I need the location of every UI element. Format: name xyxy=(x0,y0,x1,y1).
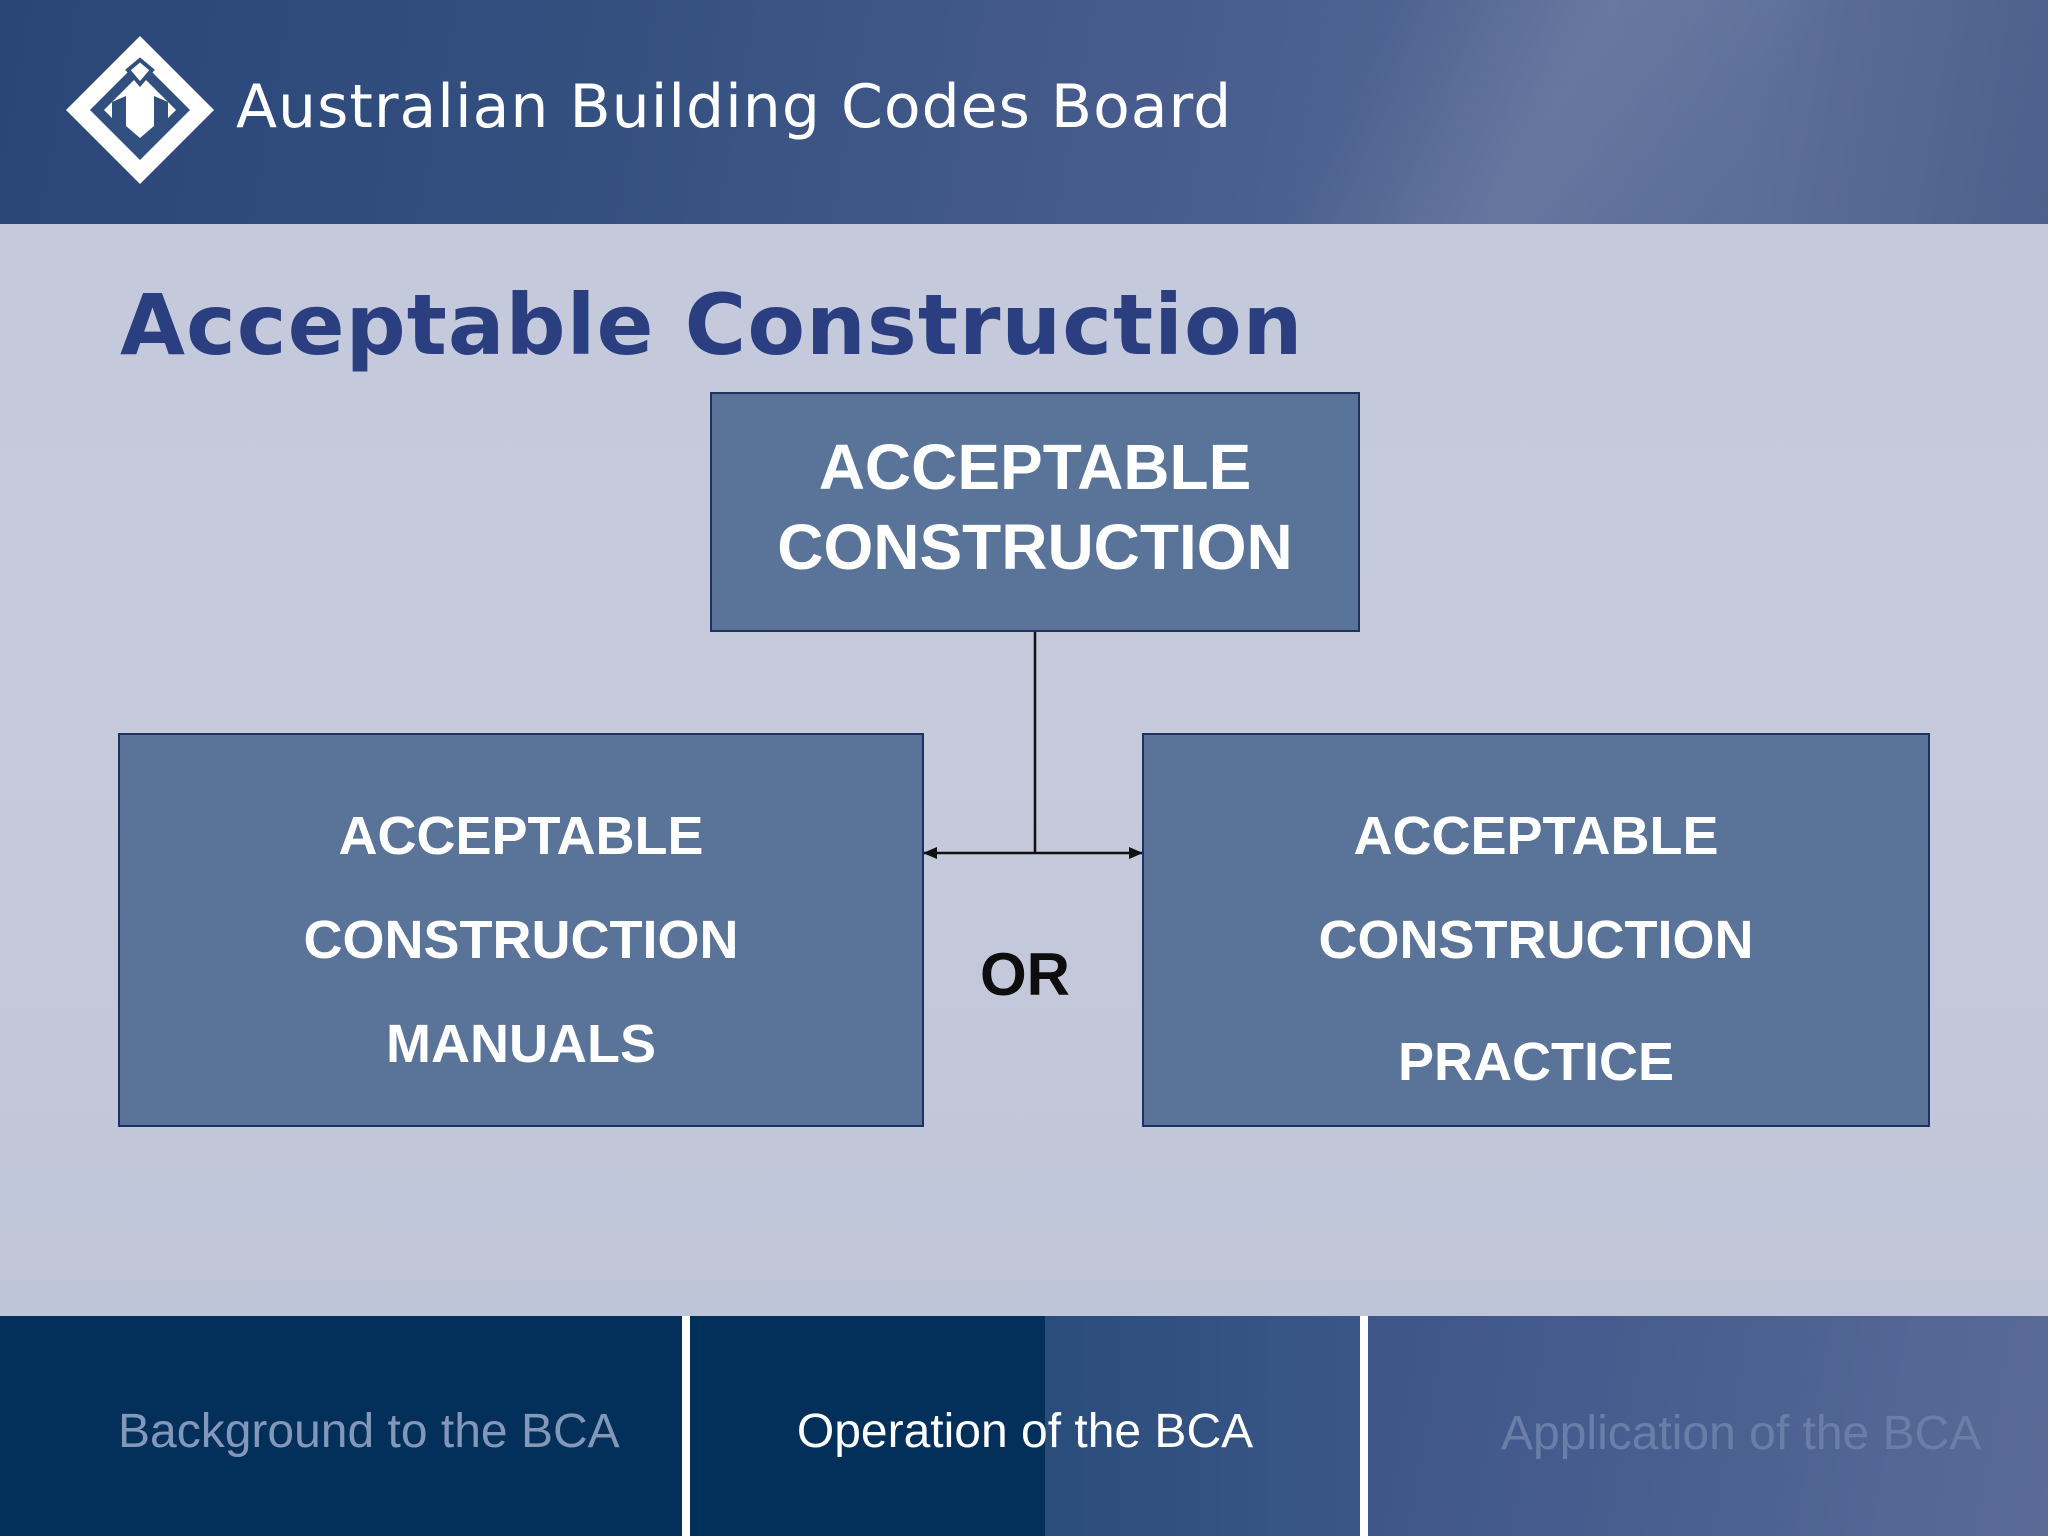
box-line: CONSTRUCTION xyxy=(1318,910,1754,970)
page-title: Acceptable Construction xyxy=(120,276,1304,374)
nav-tab-background[interactable]: Background to the BCA xyxy=(0,1316,682,1536)
nav-tab-operation[interactable]: Operation of the BCA xyxy=(690,1316,1360,1536)
box-line: ACCEPTABLE xyxy=(818,431,1252,503)
box-line: MANUALS xyxy=(386,1014,656,1074)
nav-tab-application[interactable]: Application of the BCA xyxy=(1368,1316,2048,1536)
nav-divider xyxy=(1360,1316,1368,1536)
org-name: Australian Building Codes Board xyxy=(236,72,1233,142)
construction-practice-box: ACCEPTABLE CONSTRUCTION PRACTICE xyxy=(1142,733,1930,1127)
footer-nav: Background to the BCA Operation of the B… xyxy=(0,1316,2048,1536)
box-line: ACCEPTABLE xyxy=(1353,806,1719,866)
box-line: PRACTICE xyxy=(1397,1032,1674,1092)
box-line: CONSTRUCTION xyxy=(777,511,1293,583)
acceptable-construction-box: ACCEPTABLE CONSTRUCTION xyxy=(710,392,1360,632)
box-line: ACCEPTABLE xyxy=(338,806,704,866)
header-bar: Australian Building Codes Board xyxy=(0,0,2048,224)
nav-tab-label: Operation of the BCA xyxy=(796,1405,1254,1458)
nav-tab-label: Background to the BCA xyxy=(118,1405,620,1458)
nav-tab-label: Application of the BCA xyxy=(1501,1407,1982,1460)
box-line: CONSTRUCTION xyxy=(303,910,739,970)
nav-divider xyxy=(682,1316,690,1536)
header-sheen xyxy=(1250,0,1830,224)
abcb-logo-icon xyxy=(66,36,214,184)
construction-manuals-box: ACCEPTABLE CONSTRUCTION MANUALS xyxy=(118,733,924,1127)
or-label: OR xyxy=(980,941,1070,1008)
